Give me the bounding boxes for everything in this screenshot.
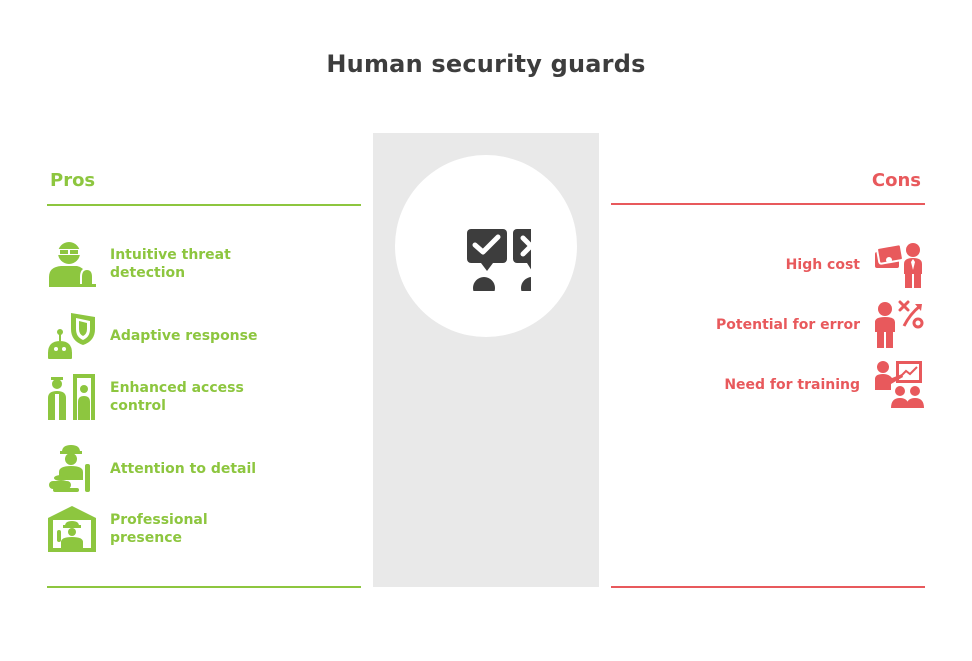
pro-item-label: Adaptive response <box>110 328 258 344</box>
cons-heading: Cons <box>871 170 921 191</box>
con-item-label: Need for training <box>724 377 860 393</box>
money-person-icon <box>875 243 922 288</box>
pros-bottom-rule <box>47 586 361 588</box>
pro-item-label: Attention to detail <box>110 461 257 477</box>
con-item-need-for-training: Need for training <box>724 360 924 410</box>
pro-item-enhanced-access-control: Enhanced access control <box>47 372 270 422</box>
con-item-potential-for-error: Potential for error <box>716 300 924 350</box>
center-circle <box>395 155 577 337</box>
con-item-high-cost: High cost <box>786 240 924 290</box>
pro-item-intuitive-threat-detection: Intuitive threat detection <box>47 239 270 289</box>
inspector-icon <box>49 445 90 492</box>
con-item-label: High cost <box>785 257 860 273</box>
pro-item-label: Enhanced access control <box>110 380 244 414</box>
cons-bottom-rule <box>611 586 925 588</box>
person-error-icon <box>875 300 924 348</box>
pro-item-label: Professional presence <box>110 512 208 546</box>
robot-shield-icon <box>48 313 95 359</box>
cons-top-rule <box>611 203 925 205</box>
center-panel <box>373 133 599 587</box>
con-item-label: Potential for error <box>716 317 860 333</box>
pros-top-rule <box>47 204 361 206</box>
pros-heading: Pros <box>50 170 96 191</box>
pro-item-label: Intuitive threat detection <box>110 247 231 281</box>
pro-item-professional-presence: Professional presence <box>47 504 270 554</box>
pro-item-adaptive-response: Adaptive response <box>47 311 270 361</box>
trainer-icon <box>875 361 924 408</box>
access-gate-icon <box>48 374 95 420</box>
page-title: Human security guards <box>326 50 646 78</box>
pro-item-attention-to-detail: Attention to detail <box>47 444 270 494</box>
guard-alarm-icon <box>49 242 96 287</box>
people-check-cross-icon <box>467 229 531 291</box>
guard-booth-icon <box>48 506 96 552</box>
